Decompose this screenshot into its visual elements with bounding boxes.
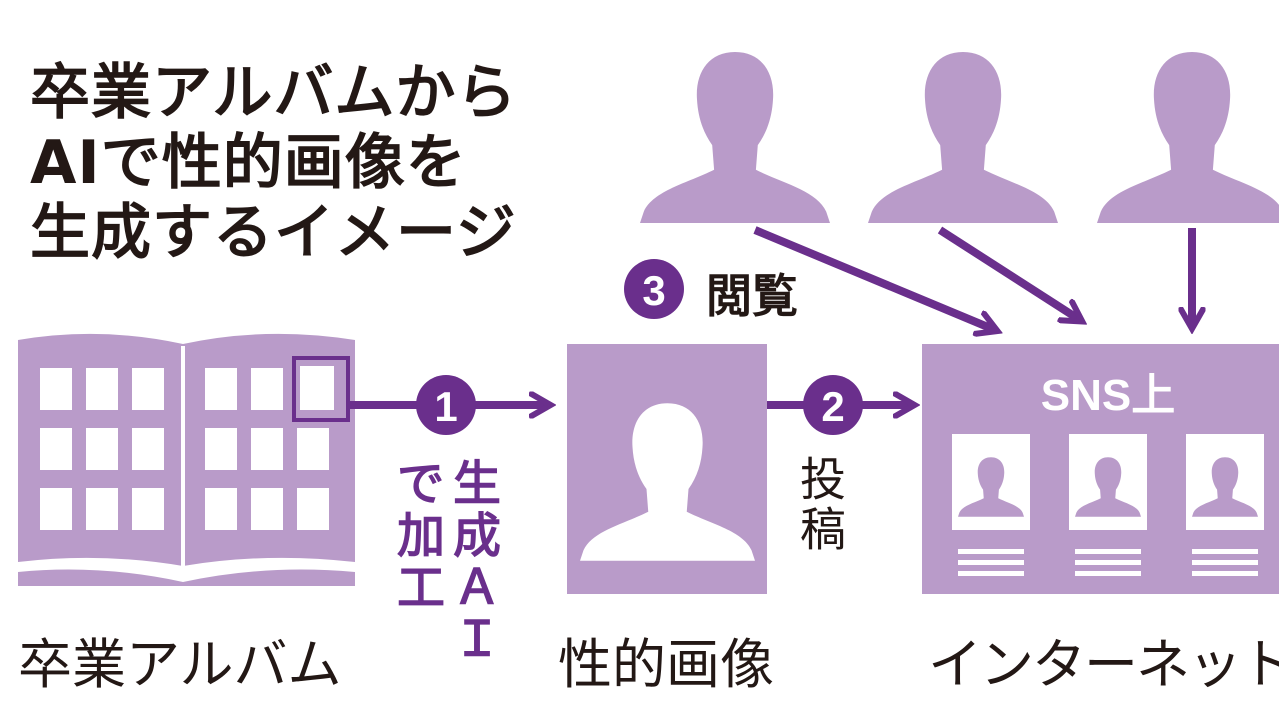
step-1-arrow: 1 [348,375,548,435]
diagram-title: 卒業アルバムから AIで性的画像を 生成するイメージ [30,58,517,268]
image-label: 性的画像 [558,633,774,696]
viewer-person-icon-3 [1097,52,1279,223]
internet-label: インターネット [928,633,1279,696]
viewer-person-icon-2 [868,52,1058,223]
step-1-text-col1: 生成ＡＩ [444,458,500,666]
sns-panel: SNS上 [922,344,1279,594]
step-2-number: 2 [821,383,844,430]
album-label: 卒業アルバム [18,633,342,696]
step-3-number: 3 [642,267,665,314]
step-1-text-col2: で加工 [388,458,444,614]
generated-image-icon [567,344,767,594]
step-2-text: 投稿 [793,455,847,555]
sns-label: SNS上 [1041,371,1175,420]
album-selection-box [292,356,350,422]
step-3-text: 閲覧 [706,269,798,323]
step-1-number: 1 [434,383,457,430]
album-icon [18,333,355,586]
viewer-person-icon-1 [640,52,830,223]
title-line-1: 卒業アルバムから [30,58,518,128]
step-3-badge: 3 [624,259,684,319]
step-2-arrow: 2 [767,375,912,435]
title-line-3: 生成するイメージ [30,198,517,268]
title-line-2: AIで性的画像を [30,128,467,198]
step-3-arrows [753,226,1192,330]
